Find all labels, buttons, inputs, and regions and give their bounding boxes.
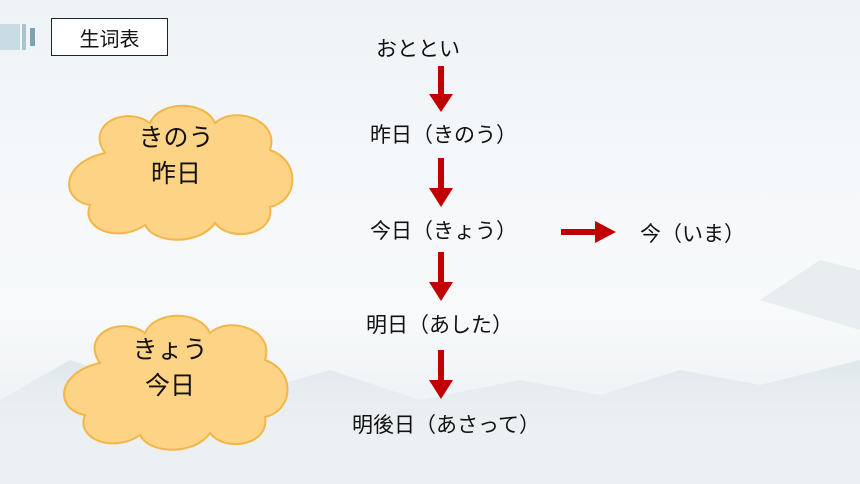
- down-arrow-icon: [429, 158, 453, 207]
- cloud-shape: [68, 104, 294, 241]
- cloud-kyou: きょう 今日: [90, 332, 250, 404]
- word-ashita: 明日（あした）: [366, 313, 513, 337]
- cloud-reading: きのう: [138, 123, 214, 152]
- word-asatte: 明後日（あさって）: [352, 413, 540, 437]
- right-arrow-icon: [561, 221, 616, 243]
- cloud-reading: きょう: [132, 335, 208, 364]
- down-arrow-icon: [429, 66, 453, 112]
- word-ototoi: おととい: [376, 37, 460, 61]
- header-decoration: [0, 24, 35, 50]
- cloud-kinou: きのう 昨日: [96, 120, 256, 192]
- cloud-kanji: 今日: [144, 371, 195, 400]
- down-arrow-icon: [429, 350, 453, 399]
- page-title: 生词表: [51, 18, 168, 56]
- down-arrow-icon: [429, 252, 453, 301]
- word-ima: 今（いま）: [640, 222, 745, 246]
- word-kinou: 昨日（きのう）: [370, 123, 517, 147]
- cloud-kanji: 昨日: [150, 159, 201, 188]
- cloud-shape: [63, 314, 289, 451]
- word-kyou: 今日（きょう）: [370, 219, 517, 243]
